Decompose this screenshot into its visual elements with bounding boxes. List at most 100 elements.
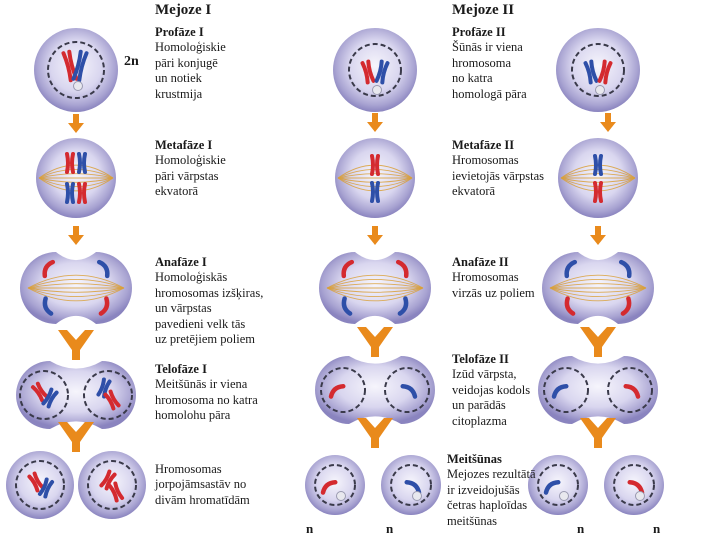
nucleolus	[336, 491, 346, 501]
spindle-fiber	[38, 164, 114, 179]
chromosome	[593, 154, 603, 176]
cell-membrane	[315, 356, 435, 424]
spindle-fiber	[337, 177, 413, 183]
nuclear-envelope	[348, 43, 402, 97]
anaphase-1-title: Anafāze I	[155, 255, 207, 269]
chromatid	[113, 481, 125, 500]
arrow-shaft	[605, 113, 611, 123]
chromosome	[360, 59, 376, 85]
metaphase-1-cell	[36, 138, 116, 218]
chromosome	[341, 296, 353, 316]
daughter-cell-1b	[78, 451, 146, 519]
cell-membrane	[538, 356, 658, 424]
chromatid	[603, 61, 613, 85]
chromosome	[551, 384, 569, 399]
haploid-label-3: n	[577, 521, 585, 536]
prophase-1-text: Profāze I Homoloģiskie pāri konjugē un n…	[155, 25, 226, 102]
arrow-body	[58, 330, 94, 360]
cell-membrane	[528, 455, 588, 515]
chromatid	[41, 387, 54, 406]
chromatid	[380, 61, 390, 85]
chromatid	[108, 389, 121, 408]
spindle-fiber	[38, 177, 114, 183]
arrow-head	[68, 123, 84, 133]
nuclear-envelope	[384, 367, 430, 413]
chromatid	[96, 377, 106, 397]
arrow-shaft	[372, 226, 378, 236]
arrow-shaft	[73, 114, 79, 124]
metaphase-1-title: Metafāze I	[155, 138, 213, 152]
nucleolus	[559, 491, 569, 501]
spindle-fiber	[27, 283, 125, 289]
chromatid	[82, 182, 87, 204]
daughters-title: Meitšūnas	[447, 452, 502, 466]
chromatid	[564, 259, 578, 279]
nuclear-envelope	[15, 460, 65, 510]
anaphase-1-line: pavedieni velk tās	[155, 316, 246, 331]
spindle-fiber	[549, 278, 647, 289]
telophase-2-title: Telofāze II	[452, 352, 509, 366]
spindle-fiber	[549, 287, 647, 293]
chromosome	[77, 182, 87, 204]
arrow-head	[367, 235, 383, 245]
chromosome	[543, 480, 561, 495]
arrow-metaphase-to-anaphase-2	[367, 226, 383, 245]
chromatid	[366, 59, 376, 83]
chromosome	[103, 389, 121, 411]
prophase-2-line: homologā pāra	[452, 86, 527, 101]
chromatid	[65, 182, 70, 204]
chromosome	[618, 259, 632, 279]
prophase-2-title: Profāze II	[452, 25, 506, 39]
anaphase-2-cell	[319, 252, 431, 324]
arrow-shaft	[372, 113, 378, 123]
spindle-fiber	[560, 177, 636, 183]
daughters-line: meitšūnas	[447, 513, 497, 528]
prophase-1-line: pāri konjugē	[155, 55, 218, 70]
spindle-fiber	[326, 287, 424, 302]
chromosome	[107, 481, 125, 503]
arrow-metaphase-to-anaphase-1	[68, 226, 84, 245]
chromosome	[341, 259, 355, 279]
arrow-telophase-2-to-daughters	[580, 418, 616, 448]
cell-membrane	[333, 28, 417, 112]
chromatid	[98, 296, 110, 316]
chromatid	[564, 296, 576, 316]
chromatid	[103, 392, 116, 411]
daughter-cell-2	[528, 455, 588, 515]
metaphase-1-line: Homoloģiskie	[155, 153, 226, 168]
chromatid	[543, 480, 561, 495]
haploid-label-4: n	[653, 521, 661, 536]
chromatid	[77, 152, 82, 174]
chromosome	[27, 471, 45, 493]
telophase-1-line: homolohu pāra	[155, 408, 231, 423]
chromatid	[370, 181, 375, 203]
daughters-text: Meitšūnas Mejozes rezultātā ir izveidoju…	[447, 452, 536, 529]
chromosome	[400, 384, 418, 399]
spindle-fiber	[27, 287, 125, 302]
arrow-anaphase-to-telophase-1	[58, 330, 94, 360]
chromosome	[374, 59, 390, 85]
chromatid	[104, 472, 117, 491]
spindle-fiber	[549, 287, 647, 298]
chromatid	[404, 480, 422, 495]
chromatid	[30, 385, 45, 403]
metaphase-2-text: Metafāze II Hromosomas ievietojās vārpst…	[452, 138, 544, 200]
chromatid	[320, 480, 338, 495]
chromatid	[328, 384, 346, 399]
chromosome	[37, 477, 55, 499]
chromosome	[583, 59, 599, 85]
prophase-1-line: un notiek	[155, 71, 202, 86]
telophase-1-title: Telofāze I	[155, 362, 207, 376]
nuclear-envelope	[390, 464, 432, 506]
chromatid	[618, 259, 632, 279]
chromatid	[70, 152, 75, 174]
chromatid	[341, 296, 353, 316]
metaphase-2-line: Hromosomas	[452, 153, 519, 168]
arrow-prophase-to-metaphase-2	[600, 113, 616, 132]
arrow-body	[58, 422, 94, 452]
daughters-line: Mejozes rezultātā	[447, 467, 536, 482]
prophase-2-line: no katra	[452, 71, 493, 86]
spindle-fiber	[337, 169, 413, 179]
chromatid	[598, 181, 603, 203]
